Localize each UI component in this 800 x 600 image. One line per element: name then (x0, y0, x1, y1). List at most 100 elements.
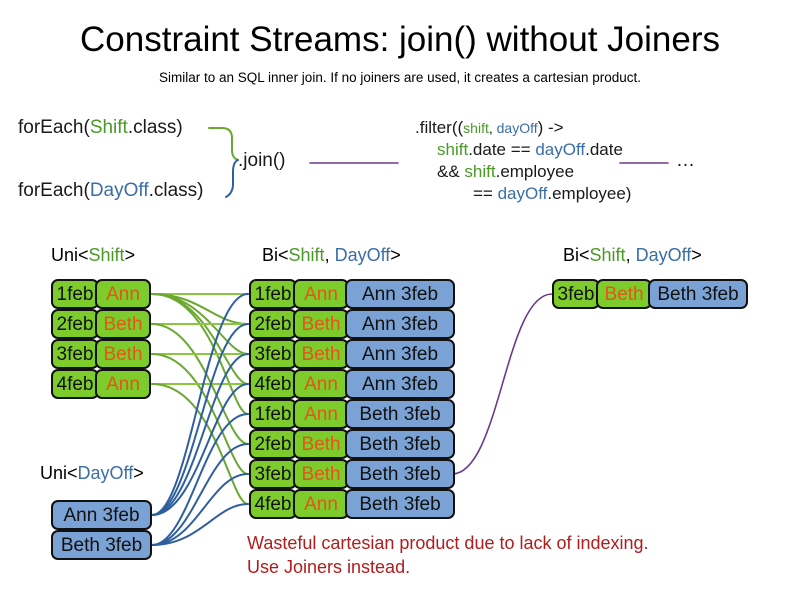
bi-joined-row[interactable]: 2feb Beth Beth 3feb (249, 429, 455, 459)
shift-date: 1feb (56, 283, 94, 305)
bi-employee: Beth (301, 343, 341, 365)
filter-arrow: ) -> (537, 118, 564, 137)
uni-shift-row[interactable]: 3feb Beth (51, 339, 151, 369)
caption-uni-shift: Uni<Shift> (51, 245, 135, 266)
dayoff-cell: Ann 3feb (51, 500, 152, 530)
bi-dayoff-cell: Beth 3feb (345, 399, 455, 429)
shift-employee-cell: Beth (95, 309, 151, 339)
bi-dayoff-cell: Beth 3feb (345, 429, 455, 459)
caption-bi-joined-comma: , (324, 245, 335, 265)
bi-employee: Ann (304, 403, 338, 425)
bi-date: 4feb (254, 493, 292, 515)
caption-uni-dayoff-type: DayOff (77, 463, 134, 483)
uni-shift-row[interactable]: 2feb Beth (51, 309, 151, 339)
filter-l4-dayoff: dayOff (497, 184, 548, 203)
bi-date-cell: 4feb (249, 369, 297, 399)
filter-l2-mid: .date == (468, 140, 536, 159)
bi-dayoff: Ann 3feb (361, 373, 439, 395)
filter-l2-dayoff: dayOff (535, 140, 586, 159)
bi-joined-row[interactable]: 3feb Beth Ann 3feb (249, 339, 455, 369)
bi-dayoff-cell: Ann 3feb (345, 369, 455, 399)
bi-dayoff: Beth 3feb (359, 463, 441, 485)
foreach-dayoff-type: DayOff (89, 180, 149, 201)
uni-shift-row[interactable]: 1feb Ann (51, 279, 151, 309)
caption-bi-joined-suffix: > (390, 245, 401, 265)
bi-employee-cell: Ann (293, 489, 349, 519)
shift-date-cell: 2feb (51, 309, 99, 339)
filter-line-4: == dayOff.employee) (415, 183, 631, 205)
filter-l4-end: .employee) (547, 184, 632, 203)
bi-employee-cell: Ann (293, 369, 349, 399)
caption-bi-joined-type-a: Shift (288, 245, 325, 265)
uni-shift-row[interactable]: 4feb Ann (51, 369, 151, 399)
warning-note-line1: Wasteful cartesian product due to lack o… (247, 533, 649, 553)
bi-date: 2feb (254, 433, 292, 455)
bi-dayoff: Ann 3feb (361, 313, 439, 335)
filter-line-3: && shift.employee (415, 161, 631, 183)
bi-date-cell: 3feb (249, 339, 297, 369)
bi-employee: Beth (301, 433, 341, 455)
shift-employee: Ann (106, 373, 140, 395)
bi-employee: Ann (304, 283, 338, 305)
bi-joined-row[interactable]: 4feb Ann Ann 3feb (249, 369, 455, 399)
filter-l3-shift: shift (464, 162, 496, 181)
caption-uni-shift-type: Shift (88, 245, 125, 265)
caption-bi-filtered-prefix: Bi< (563, 245, 590, 265)
warning-note: Wasteful cartesian product due to lack o… (247, 531, 649, 579)
shift-employee-cell: Ann (95, 369, 151, 399)
filter-l2-shift: shift (437, 140, 469, 159)
bi-date: 3feb (254, 343, 292, 365)
bi-joined-row[interactable]: 3feb Beth Beth 3feb (249, 459, 455, 489)
bi-dayoff-cell: Ann 3feb (345, 339, 455, 369)
code-foreach-dayoff: forEach(DayOff.class) (18, 180, 204, 202)
bi-employee: Ann (304, 373, 338, 395)
shift-employee-cell: Ann (95, 279, 151, 309)
bi-joined-row[interactable]: 2feb Beth Ann 3feb (249, 309, 455, 339)
bi-employee-cell: Ann (293, 279, 349, 309)
bi-dayoff-cell: Beth 3feb (345, 489, 455, 519)
bi-date: 4feb (254, 373, 292, 395)
shift-employee: Beth (103, 313, 143, 335)
caption-uni-shift-prefix: Uni< (51, 245, 89, 265)
result-date-cell: 3feb (552, 279, 600, 309)
dayoff-label: Ann 3feb (63, 504, 140, 526)
code-ellipsis: … (676, 150, 695, 171)
shift-date-cell: 4feb (51, 369, 99, 399)
filter-open: .filter(( (415, 118, 464, 137)
uni-dayoff-row[interactable]: Beth 3feb (51, 530, 152, 560)
result-employee: Beth (604, 283, 644, 305)
shift-date: 3feb (56, 343, 94, 365)
shift-date-cell: 1feb (51, 279, 99, 309)
bi-dayoff-cell: Ann 3feb (345, 279, 455, 309)
shift-employee: Ann (106, 283, 140, 305)
code-join-label: .join() (238, 150, 286, 171)
foreach-shift-type: Shift (89, 117, 128, 138)
bi-employee-cell: Beth (293, 339, 349, 369)
bi-dayoff: Beth 3feb (359, 403, 441, 425)
foreach-dayoff-prefix: forEach( (18, 180, 90, 201)
dayoff-label: Beth 3feb (60, 534, 143, 556)
result-employee-cell: Beth (596, 279, 652, 309)
bi-dayoff: Beth 3feb (359, 433, 441, 455)
shift-date-cell: 3feb (51, 339, 99, 369)
caption-bi-joined-prefix: Bi< (262, 245, 289, 265)
filter-l2-end: .date (585, 140, 623, 159)
bi-joined-row[interactable]: 1feb Ann Beth 3feb (249, 399, 455, 429)
filter-l3-and: && (437, 162, 465, 181)
bi-joined-row[interactable]: 1feb Ann Ann 3feb (249, 279, 455, 309)
uni-dayoff-row[interactable]: Ann 3feb (51, 500, 152, 530)
shift-employee: Beth (103, 343, 143, 365)
caption-bi-filtered-type-a: Shift (589, 245, 626, 265)
bi-employee-cell: Beth (293, 429, 349, 459)
bi-joined-row[interactable]: 4feb Ann Beth 3feb (249, 489, 455, 519)
bi-dayoff-cell: Beth 3feb (345, 459, 455, 489)
foreach-shift-prefix: forEach( (18, 117, 90, 138)
caption-bi-filtered-comma: , (625, 245, 636, 265)
bi-employee-cell: Ann (293, 399, 349, 429)
bi-date: 1feb (254, 283, 292, 305)
bi-dayoff: Ann 3feb (361, 343, 439, 365)
shift-date: 2feb (56, 313, 94, 335)
bi-filtered-row[interactable]: 3feb Beth Beth 3feb (552, 279, 748, 309)
foreach-shift-suffix: .class) (127, 117, 183, 138)
result-dayoff-cell: Beth 3feb (648, 279, 748, 309)
